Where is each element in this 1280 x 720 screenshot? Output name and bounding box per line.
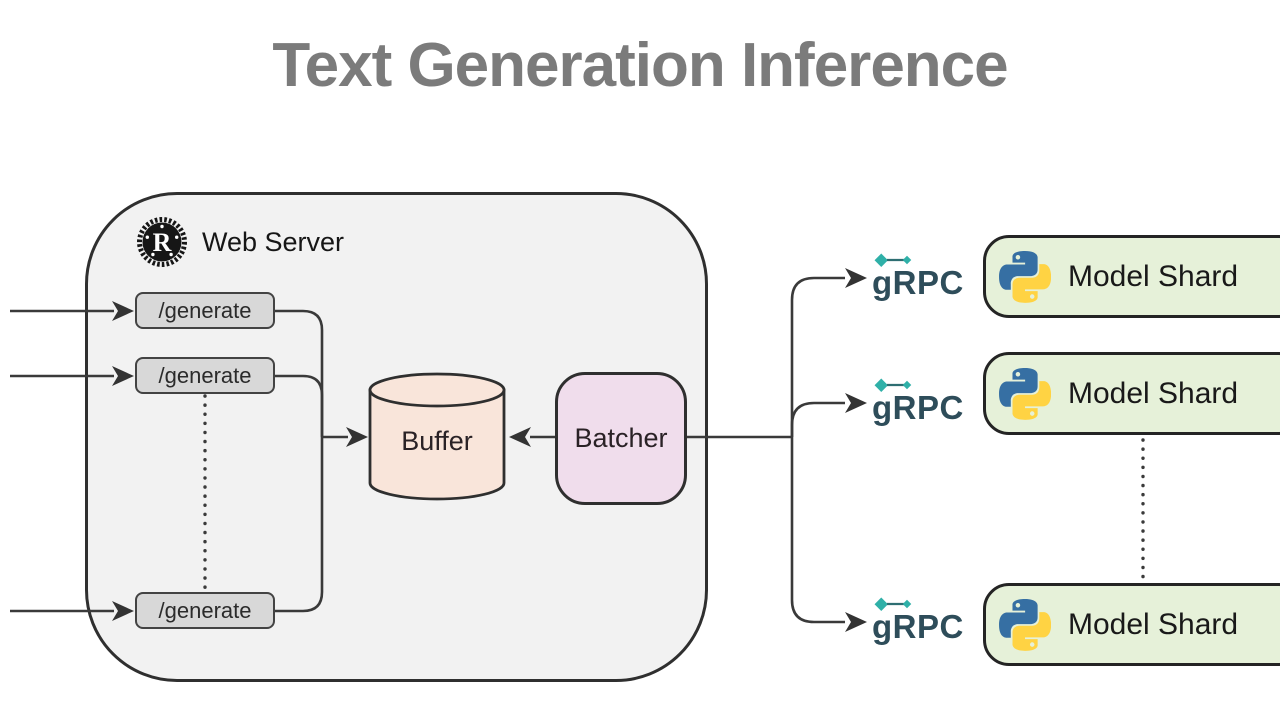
grpc-wordmark: gRPC [872,608,964,645]
python-logo-icon [999,598,1051,651]
grpc-wordmark: gRPC [872,389,964,426]
edge-merge-mid [275,374,324,437]
batcher-label: Batcher [574,423,668,453]
edge-branch-top [790,276,845,437]
model-shard-2: Model Shard [983,352,1280,435]
endpoint-label: /generate [158,362,252,388]
edge-branch-bot [790,437,845,624]
python-logo-icon [999,250,1051,303]
buffer-cylinder [368,372,506,501]
grpc-label-1: gRPC [870,248,980,310]
endpoint-label: /generate [158,597,252,623]
svg-text:R: R [153,228,172,257]
grpc-label-2: gRPC [870,373,980,435]
shard-label: Model Shard [1068,376,1239,410]
shard-label: Model Shard [1068,607,1239,641]
model-shard-1: Model Shard [983,235,1280,318]
grpc-nodes-icon [874,253,912,267]
grpc-wordmark: gRPC [872,264,964,301]
edge-branch-mid [790,401,845,437]
endpoint-generate-1: /generate [135,292,275,329]
python-logo-icon [999,367,1051,420]
rust-logo-icon: R [137,217,187,267]
endpoint-generate-2: /generate [135,357,275,394]
buffer-node-label: Buffer [401,426,473,456]
web-server-label: Web Server [202,227,345,257]
grpc-nodes-icon [874,597,912,611]
endpoint-generate-3: /generate [135,592,275,629]
model-shard-3: Model Shard [983,583,1280,666]
arrowheads [112,268,867,632]
grpc-nodes-icon [874,378,912,392]
shard-label: Model Shard [1068,259,1239,293]
page-title: Text Generation Inference [272,31,1008,100]
endpoint-label: /generate [158,297,252,323]
grpc-label-3: gRPC [870,592,980,654]
batcher-node: Batcher [555,372,687,505]
edge-merge-outer [275,309,324,613]
